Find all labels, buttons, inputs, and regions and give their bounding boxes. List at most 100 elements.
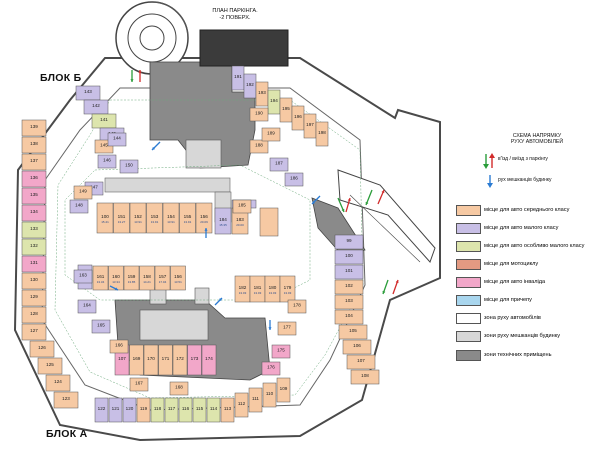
- parking-spot: 110: [262, 382, 277, 408]
- spot-number: 138: [30, 141, 38, 146]
- spot-number: 136: [30, 175, 38, 180]
- parking-spot: 135: [21, 187, 47, 205]
- parking-spot: 108: [350, 369, 380, 385]
- spot-area: 15.35: [219, 223, 227, 227]
- blue-arrow-icon: [311, 195, 321, 205]
- spot-number: 148: [75, 203, 83, 208]
- legend-item-moto: місце для мотоциклу: [456, 259, 600, 271]
- spot-number: 133: [30, 226, 38, 231]
- block-a-label: БЛОК А: [46, 428, 88, 440]
- parking-spot: 146: [97, 154, 117, 169]
- parking-spot: 166: [109, 339, 129, 354]
- spot-number: 116: [182, 406, 190, 411]
- spot-number: 147: [90, 185, 98, 190]
- spot-area: 13.34: [97, 280, 105, 284]
- spot-number: 179: [284, 285, 292, 290]
- legend-label: місце для авто малого класу: [484, 225, 559, 231]
- legend-item-residents: зони руху мешканців будинку: [456, 331, 600, 343]
- green-arrow-icon: [365, 189, 373, 206]
- green-arrow-icon: [337, 197, 345, 213]
- direction-scheme-heading: СХЕМА НАПРЯМКУ РУХУ АВТОМОБІЛЕЙ: [510, 133, 564, 146]
- spot-number: 142: [92, 103, 100, 108]
- parking-spot: 106: [342, 339, 372, 355]
- spot-number: 160: [112, 274, 120, 279]
- spot-area: 13.03: [239, 291, 247, 295]
- spot-number: 109: [280, 386, 288, 391]
- spot-number: 156: [200, 214, 208, 219]
- spot-number: 175: [277, 348, 285, 353]
- plan-title: ПЛАН ПАРКІНГА. -2 ПОВЕРХ.: [212, 8, 258, 21]
- spot-number: 181: [254, 285, 262, 290]
- legend-swatch: [456, 295, 481, 306]
- spot-area: 14.21: [143, 280, 151, 284]
- technical-zone-top: [149, 29, 289, 169]
- parking-spot: 178: [287, 299, 307, 314]
- spot-number: 114: [210, 406, 218, 411]
- spot-number: 164: [83, 303, 91, 308]
- legend-label: зони технічних приміщень: [484, 352, 552, 358]
- spot-number: 107: [357, 358, 365, 363]
- spot-number: 111: [252, 396, 259, 401]
- spot-number: 151: [118, 214, 126, 219]
- blue-arrow-icon: [214, 297, 223, 306]
- spot-number: 122: [98, 406, 106, 411]
- spot-number: 190: [255, 111, 263, 116]
- parking-spot: 100: [334, 249, 364, 265]
- parking-spot: 119: [136, 397, 151, 423]
- spot-number: 115: [196, 406, 204, 411]
- spot-number: 104: [345, 313, 353, 318]
- block-b-label: БЛОК Б: [40, 72, 82, 84]
- spot-number: 150: [125, 163, 133, 168]
- spot-number: 157: [159, 274, 167, 279]
- spot-number: 125: [46, 362, 54, 367]
- legend-item-small: місце для авто малого класу: [456, 223, 600, 235]
- parking-spot: 134: [21, 204, 47, 222]
- spot-number: 141: [100, 117, 108, 122]
- direction-arrows: [109, 70, 399, 330]
- spot-number: 124: [54, 379, 62, 384]
- spot-number: 107: [118, 356, 126, 361]
- spot-area: 13.91: [151, 220, 159, 224]
- parking-spot: 111: [248, 387, 263, 413]
- spot-area: 17.04: [159, 280, 167, 284]
- spot-number: 123: [62, 396, 70, 401]
- parking-spot: 103: [334, 294, 364, 310]
- spot-number: 196: [294, 114, 302, 119]
- parking-spot: 117: [164, 397, 179, 423]
- parking-spot: 107: [346, 354, 376, 370]
- spot-number: 169: [133, 356, 141, 361]
- parking-spot: 174: [201, 344, 217, 376]
- legend-item-trailer: місце для причепу: [456, 295, 600, 307]
- legend-label: місце для мотоциклу: [484, 261, 539, 267]
- spot-number: 174: [205, 356, 213, 361]
- spot-number: 152: [134, 214, 142, 219]
- red-arrow-icon: [392, 279, 399, 295]
- parking-spot: 127: [21, 323, 47, 341]
- spot-area: 13.91: [184, 220, 192, 224]
- parking-spot: 136: [21, 170, 47, 188]
- parking-spot: 189: [261, 127, 281, 142]
- spot-number: 193: [258, 90, 266, 95]
- spot-number: 172: [176, 356, 184, 361]
- spot-number: 156: [174, 274, 182, 279]
- parking-spot: 169: [129, 344, 144, 376]
- spot-number: 153: [151, 214, 159, 219]
- parking-spot: 164: [77, 299, 97, 314]
- spot-number: 126: [38, 345, 46, 350]
- legend-item-traffic: зона руху автомобілів: [456, 313, 600, 325]
- spot-number: 184: [219, 217, 227, 222]
- parking-spot: 123: [53, 391, 79, 409]
- spot-area: 13.03: [284, 291, 292, 295]
- spot-number: 171: [162, 356, 170, 361]
- spot-number: 100: [101, 214, 109, 219]
- spot-number: 145: [100, 143, 108, 148]
